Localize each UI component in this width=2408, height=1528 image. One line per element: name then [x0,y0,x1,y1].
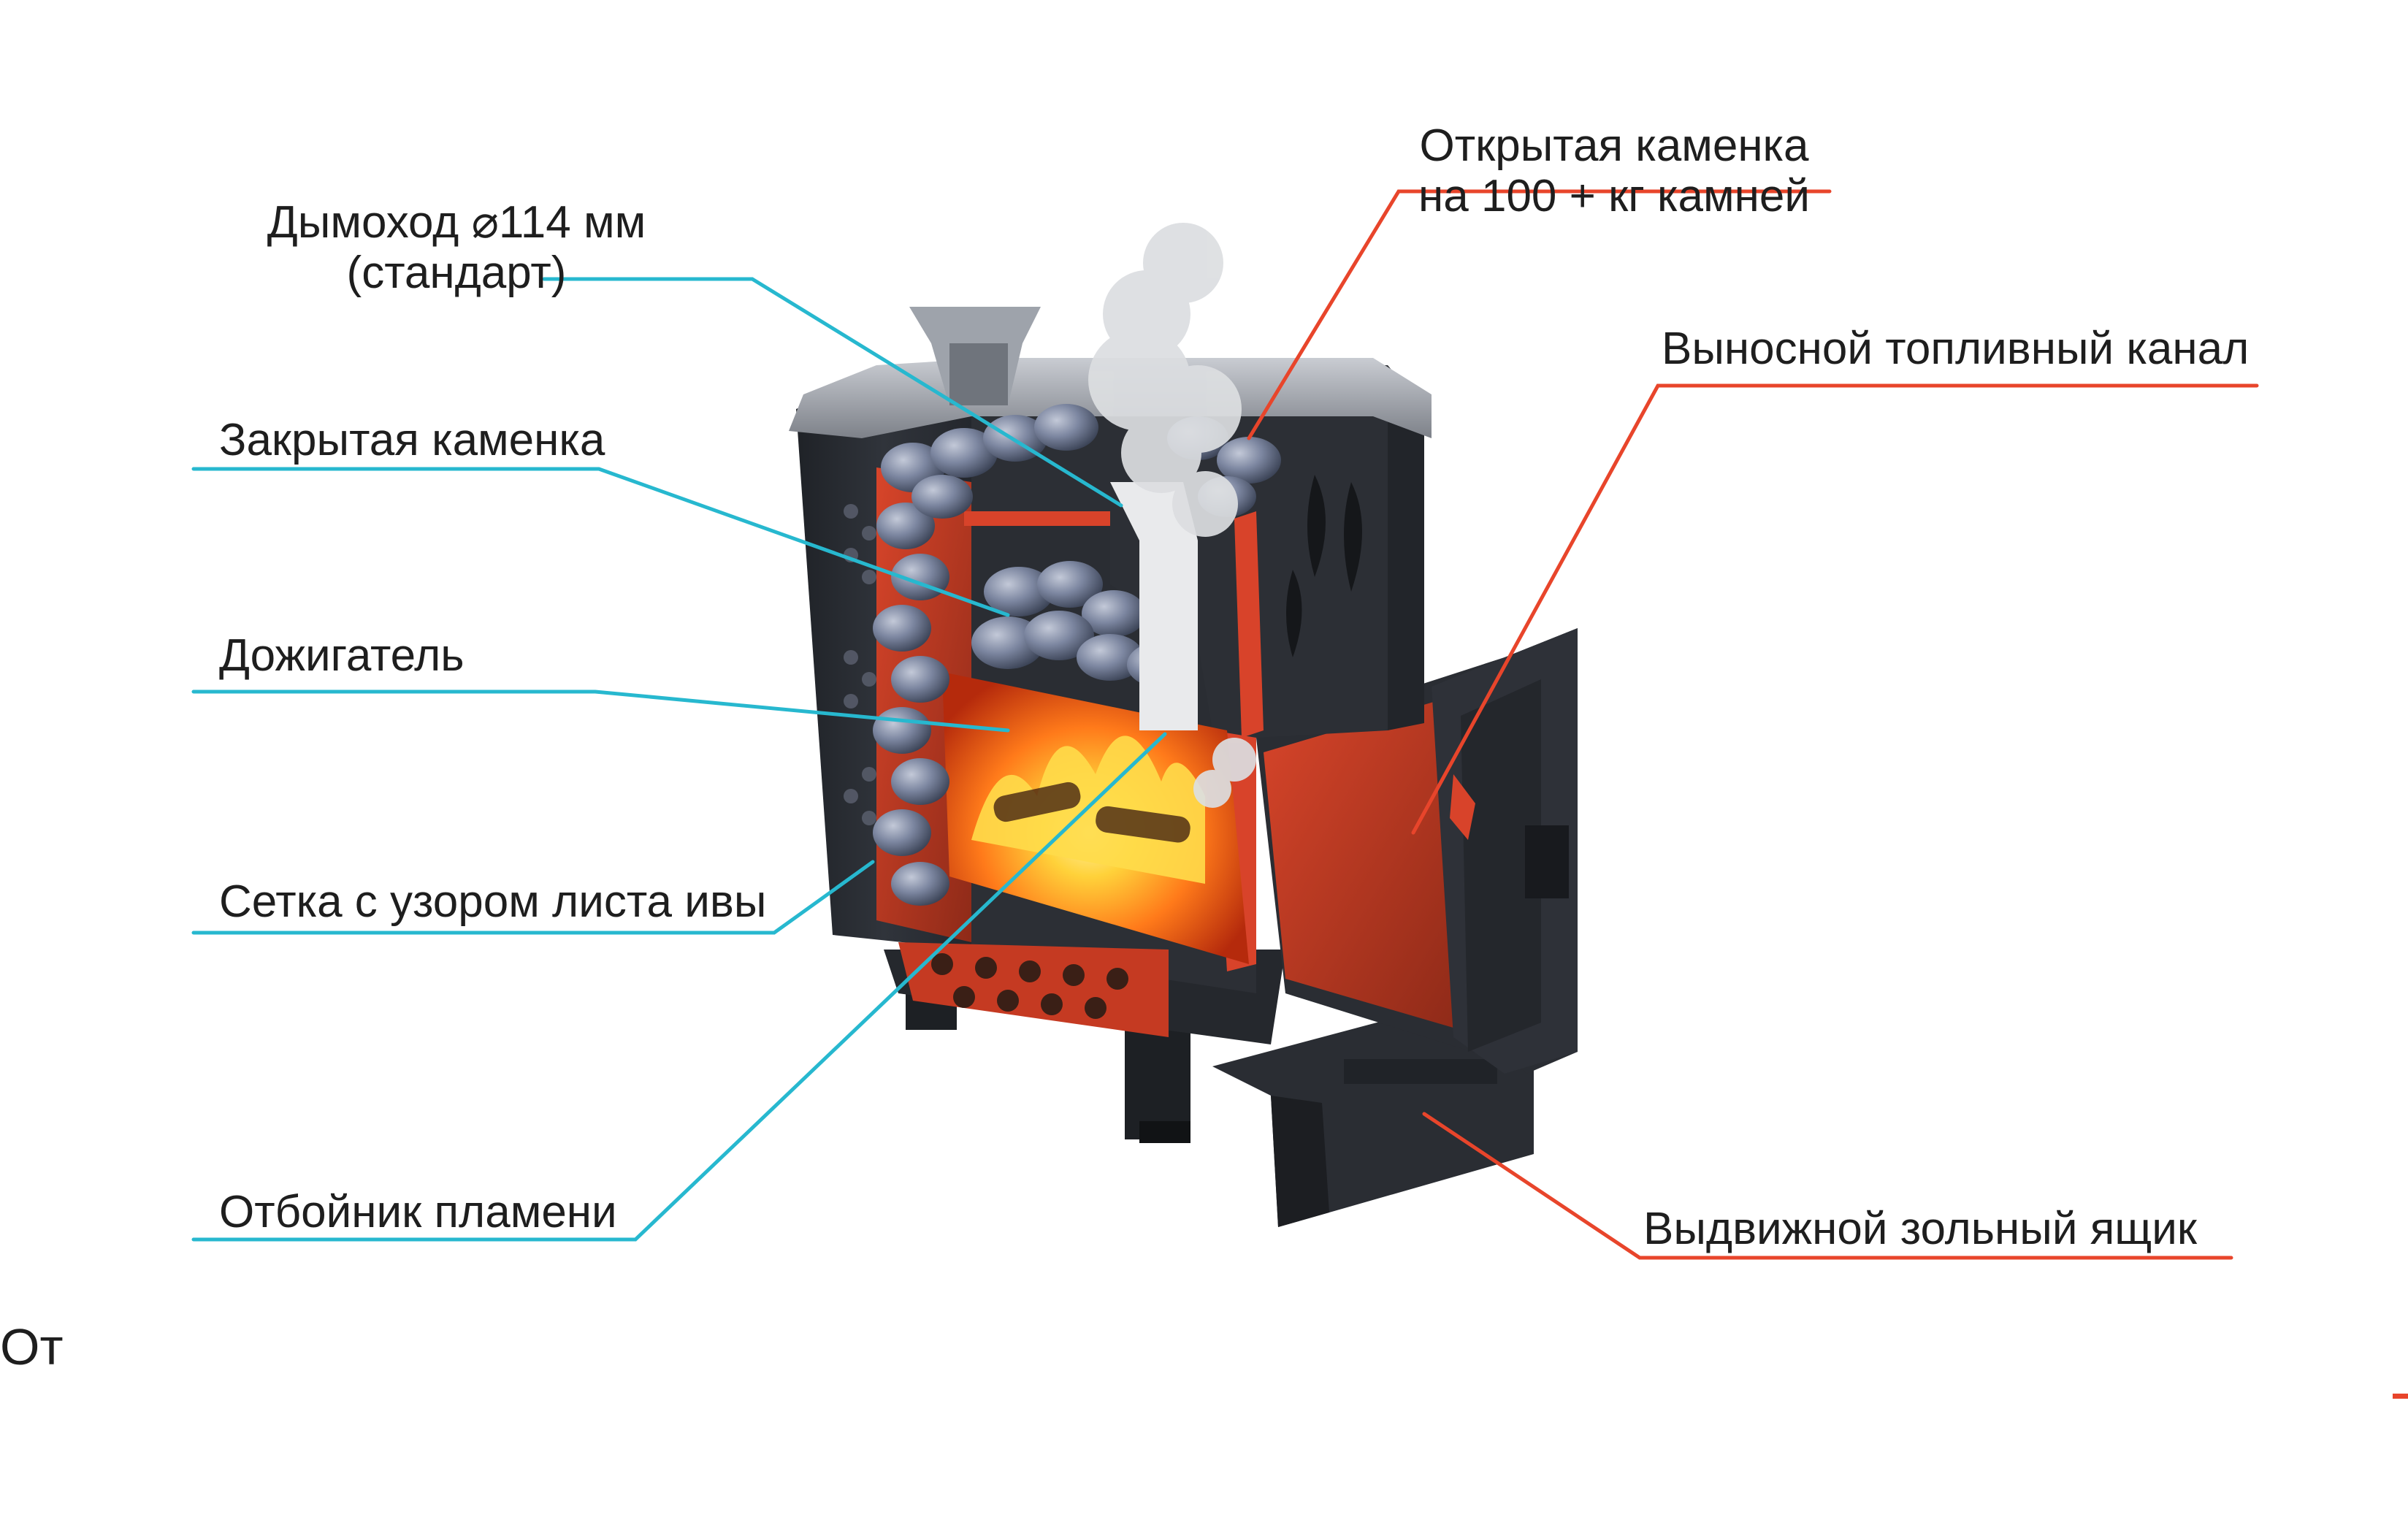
label-afterburner: Дожигатель [219,630,465,681]
ash-drawer-shape [1212,1008,1534,1227]
label-remote-fuel-channel: Выносной топливный канал [1662,324,2250,374]
label-chimney-line1: Дымоход ⌀114 мм [267,197,646,248]
side-stones [873,503,949,906]
label-open-heater-line2: на 100 + кг камней [1418,171,1810,222]
label-chimney-line2: (стандарт) [346,248,567,299]
label-flame-deflector: Отбойник пламени [219,1187,617,1237]
label-open-heater-line1: Открытая каменка [1419,121,1809,171]
leader-lines-left [191,277,1167,1242]
smoke [1088,223,1256,808]
label-ash-drawer: Выдвижной зольный ящик [1643,1204,2198,1254]
chimney-funnel [909,307,1041,405]
label-cut-text: От [0,1318,64,1375]
edge-red-mark [2393,1394,2408,1399]
fuel-channel-shape [1256,628,1578,1074]
flames [971,736,1205,884]
label-willow-mesh: Сетка с узором листа ивы [219,876,767,927]
leader-lines-right [1247,189,2259,1260]
grate [898,942,1169,1037]
label-chimney: Дымоход ⌀114 мм (стандарт) [205,197,708,299]
logs [993,782,1190,843]
label-closed-heater: Закрытая каменка [219,415,605,465]
label-open-heater: Открытая каменка на 100 + кг камней [1373,121,1855,222]
